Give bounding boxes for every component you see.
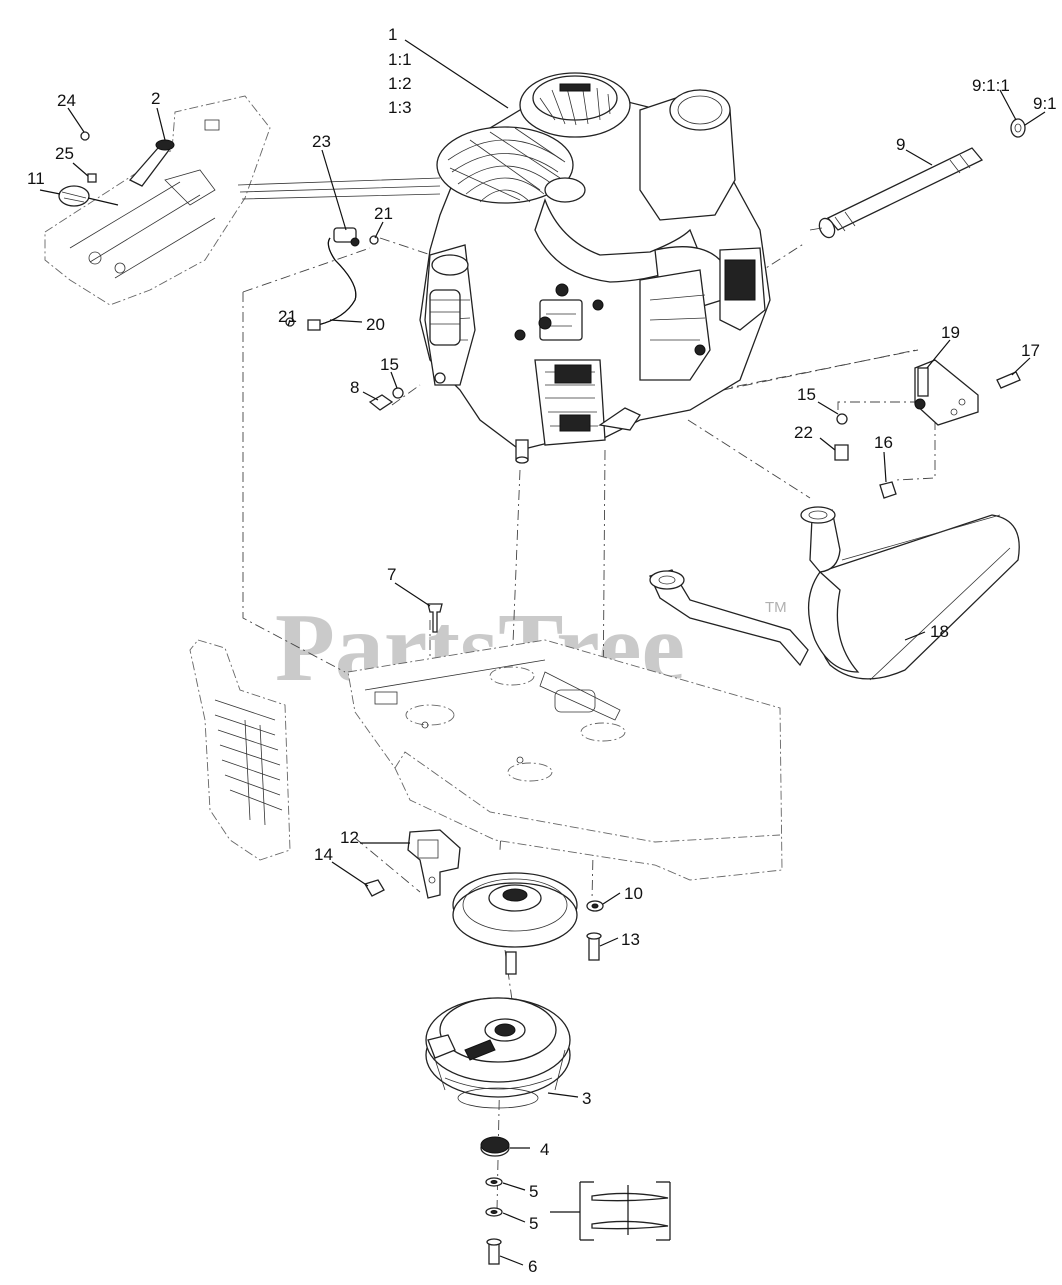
callout-9: 9 xyxy=(896,135,905,154)
muffler-bracket xyxy=(914,359,979,426)
callout-4: 4 xyxy=(540,1140,549,1159)
engine xyxy=(419,72,771,464)
callout-11: 11 xyxy=(27,169,45,188)
callout-7: 7 xyxy=(387,565,396,584)
control-panel xyxy=(44,95,441,306)
callout-6: 6 xyxy=(528,1257,537,1276)
muffler xyxy=(649,506,1020,681)
bolt-8 xyxy=(368,394,394,411)
bolt-6 xyxy=(486,1238,502,1265)
callout-10: 10 xyxy=(624,884,643,903)
callout-8: 8 xyxy=(350,378,359,397)
callout-5-upper: 5 xyxy=(529,1182,538,1201)
callout-16: 16 xyxy=(874,433,893,452)
callout-25: 25 xyxy=(55,144,74,163)
callout-3: 3 xyxy=(582,1089,591,1108)
callout-5-lower: 5 xyxy=(529,1214,538,1233)
nut-25 xyxy=(87,173,97,183)
callout-20: 20 xyxy=(366,315,385,334)
callout-labels: 1 1:1 1:2 1:3 2 24 25 11 23 21 21 20 15 … xyxy=(27,25,1057,1276)
fuel-hose-assembly xyxy=(285,227,379,331)
pin-7 xyxy=(427,603,443,633)
leader-lines xyxy=(39,39,1046,1266)
callout-9-1: 9:1 xyxy=(1033,94,1057,113)
bolt-17 xyxy=(996,371,1021,389)
clamp-16 xyxy=(879,481,897,499)
callout-24: 24 xyxy=(57,91,76,110)
oil-drain-hose xyxy=(809,118,1026,239)
screw-24 xyxy=(80,131,90,141)
engine-deck xyxy=(347,639,783,881)
callout-1: 1 xyxy=(388,25,397,44)
nut-22 xyxy=(834,444,849,461)
mount-bracket xyxy=(407,829,461,899)
callout-9-1-1: 9:1:1 xyxy=(972,76,1010,95)
callout-18: 18 xyxy=(930,622,949,641)
watermark-tm: TM xyxy=(765,599,787,616)
callout-1-3: 1:3 xyxy=(388,98,412,117)
callout-14: 14 xyxy=(314,845,333,864)
callout-13: 13 xyxy=(621,930,640,949)
callout-12: 12 xyxy=(340,828,359,847)
callout-15-upper: 15 xyxy=(380,355,399,374)
callout-23: 23 xyxy=(312,132,331,151)
callout-19: 19 xyxy=(941,323,960,342)
callout-1-1: 1:1 xyxy=(388,50,412,69)
choke-knob xyxy=(58,185,119,207)
nut-14 xyxy=(364,879,385,897)
callout-21-upper: 21 xyxy=(374,204,393,223)
engine-pulley xyxy=(452,872,578,975)
callout-1-2: 1:2 xyxy=(388,74,412,93)
washer-15b xyxy=(836,413,848,425)
pto-clutch xyxy=(425,997,571,1109)
callout-15-lower: 15 xyxy=(797,385,816,404)
callout-21-lower: 21 xyxy=(278,307,297,326)
callout-22: 22 xyxy=(794,423,813,442)
washer-section-detail xyxy=(550,1181,671,1241)
throttle-lever xyxy=(128,139,175,187)
bolt-13 xyxy=(586,932,602,961)
heat-shield xyxy=(189,639,291,861)
callout-17: 17 xyxy=(1021,341,1040,360)
washer-15 xyxy=(392,387,404,399)
callout-2: 2 xyxy=(151,89,160,108)
